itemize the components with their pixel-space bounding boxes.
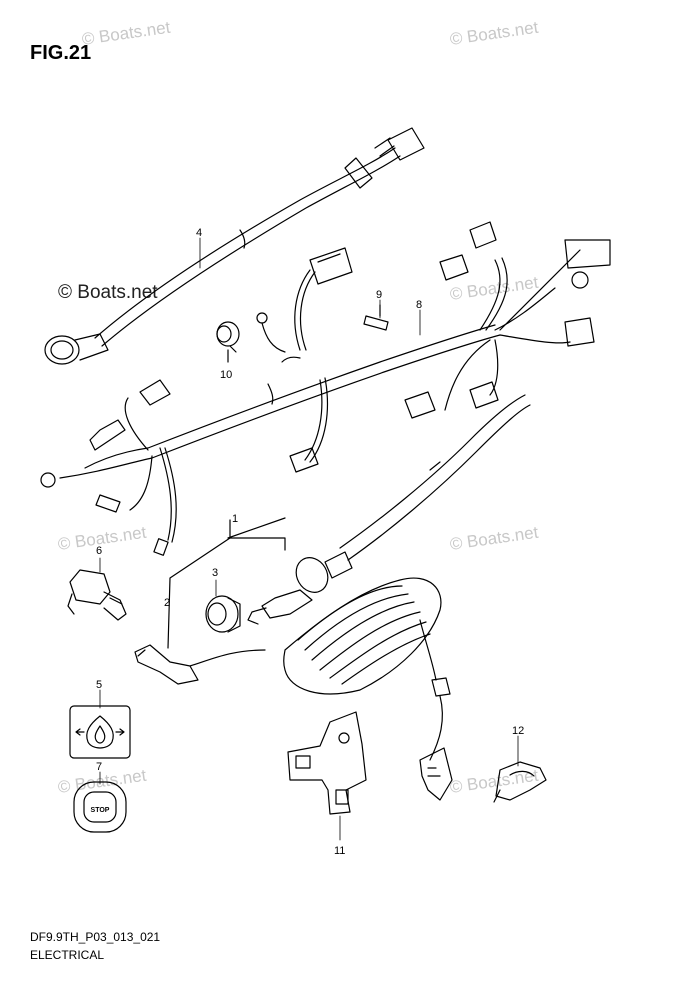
callout-4: 4 xyxy=(196,227,202,239)
callout-2: 2 xyxy=(164,597,170,609)
callout-3: 3 xyxy=(212,567,218,579)
part-6-sensor xyxy=(67,569,127,621)
callout-12: 12 xyxy=(512,725,524,737)
part-1-switch-assembly xyxy=(167,394,531,649)
part-5-label xyxy=(69,705,131,759)
figure-caption: ELECTRICAL xyxy=(30,948,105,962)
part-12-clamp xyxy=(493,761,547,803)
part-9-plug xyxy=(363,304,389,331)
callout-7: 7 xyxy=(96,761,102,773)
stop-label-text: STOP xyxy=(91,807,110,814)
callout-10: 10 xyxy=(220,369,232,381)
part-2-clip xyxy=(134,644,266,685)
callout-5: 5 xyxy=(96,679,102,691)
callout-1: 1 xyxy=(232,513,238,525)
figure-title: FIG.21 xyxy=(30,42,92,64)
watermark-dark: © Boats.net xyxy=(58,282,158,303)
callout-8: 8 xyxy=(416,299,422,311)
part-8-main-harness xyxy=(40,221,611,556)
part-3-nut xyxy=(205,595,241,633)
callout-9: 9 xyxy=(376,289,382,301)
part-4-harness xyxy=(44,127,425,365)
callout-11: 11 xyxy=(334,845,345,857)
figure-code: DF9.9TH_P03_013_021 xyxy=(30,930,161,944)
callout-6: 6 xyxy=(96,545,102,557)
part-11-bracket xyxy=(287,711,367,815)
coiled-cord xyxy=(283,577,453,801)
part-10-cap xyxy=(216,312,286,363)
